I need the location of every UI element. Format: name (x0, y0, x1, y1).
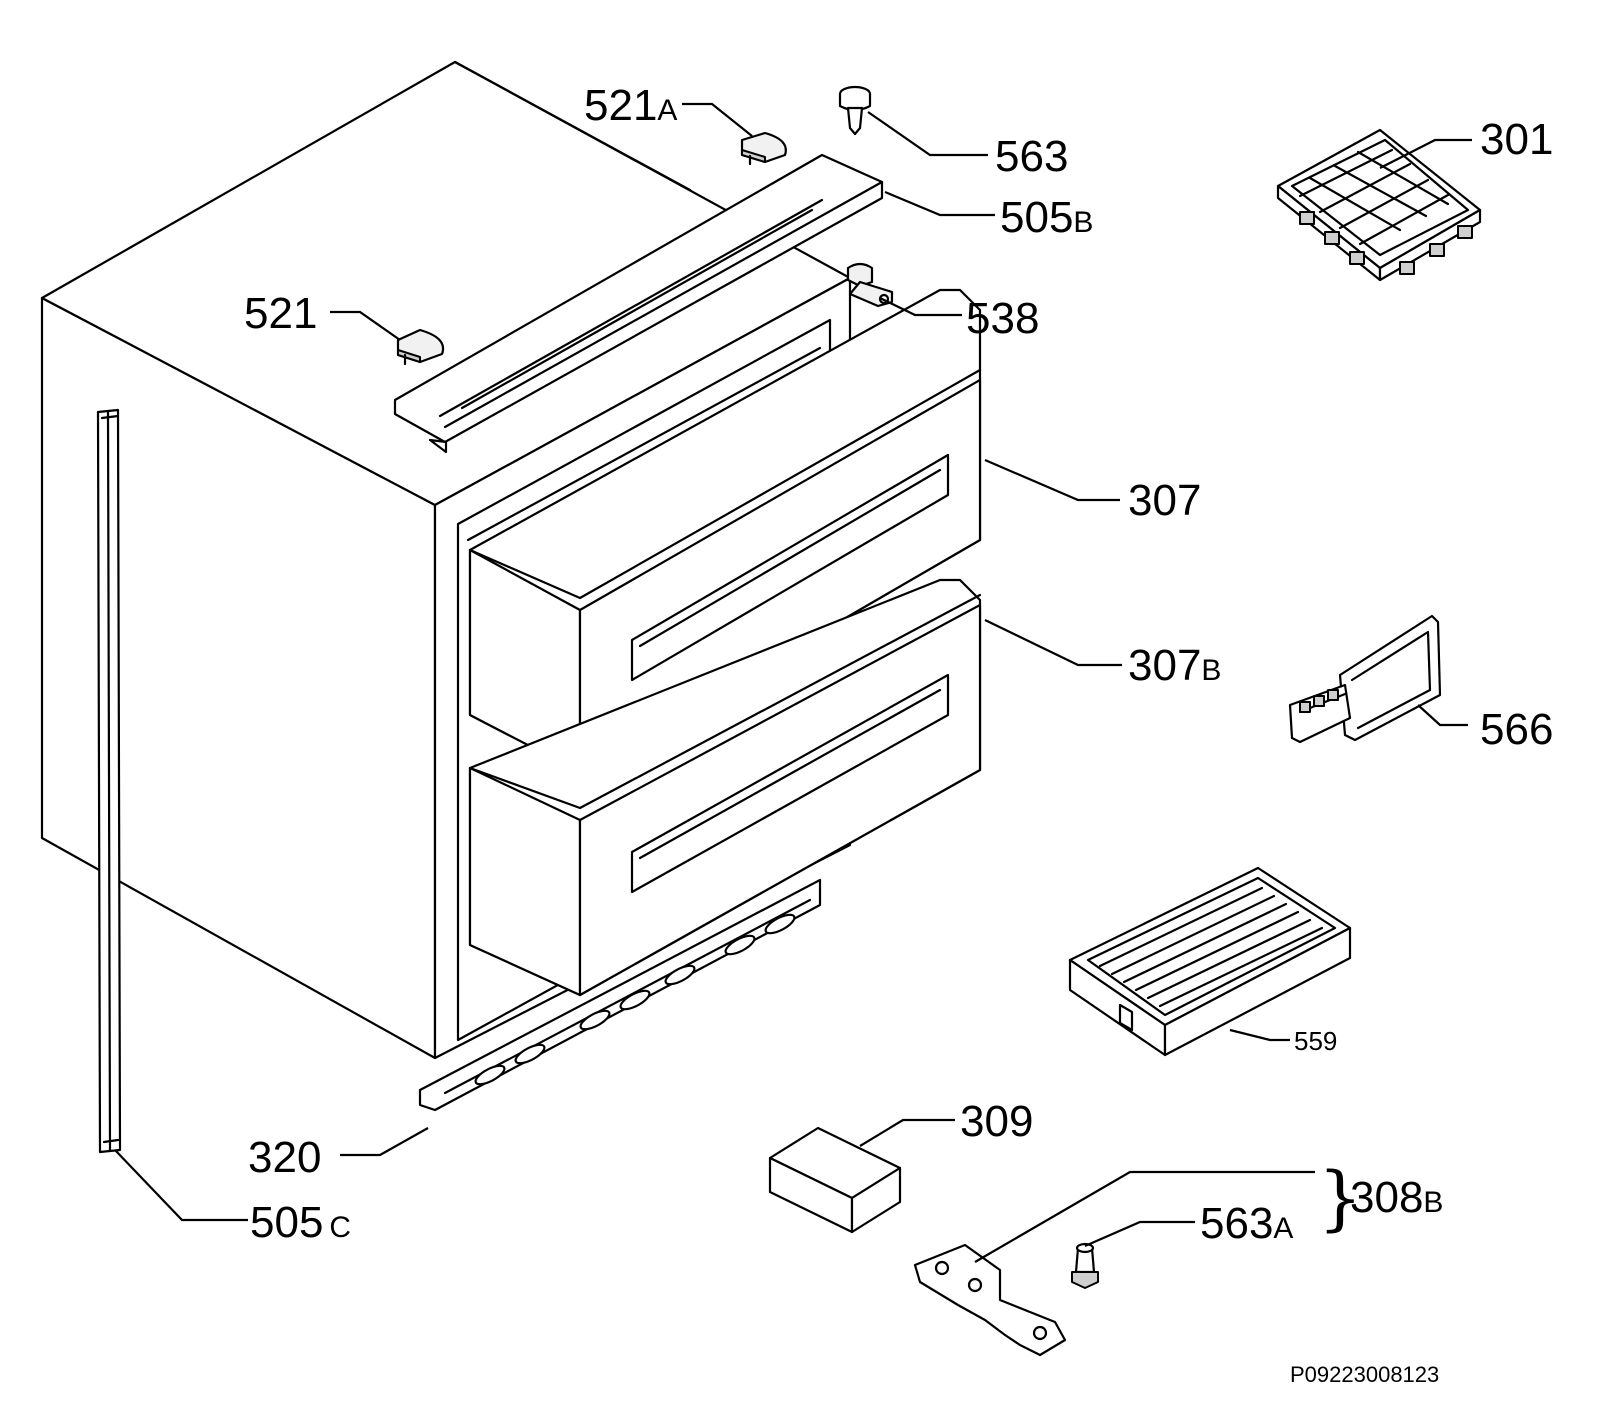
part-309-block (768, 1126, 902, 1234)
part-521 (396, 328, 445, 366)
drawer-upper (468, 288, 982, 774)
label-538: 538 (966, 294, 1039, 343)
label-320: 320 (248, 1133, 321, 1182)
side-strip-505c (96, 408, 122, 1154)
label-559: 559 (1294, 1026, 1337, 1056)
label-301: 301 (1480, 115, 1553, 164)
label-308b: 308B (1350, 1173, 1443, 1222)
part-559-cold-pack (1068, 866, 1352, 1057)
label-563a: 563A (1200, 1199, 1293, 1248)
part-521a (740, 131, 787, 166)
part-566-scraper (1288, 614, 1442, 744)
drawer-lower (468, 578, 982, 997)
label-505b: 505B (1000, 193, 1093, 242)
part-labels: 521A 563 505B 301 521 538 307 307B 566 5… (244, 81, 1553, 1387)
label-307b: 307B (1128, 641, 1221, 690)
label-521: 521 (244, 289, 317, 338)
bottom-rail-320 (418, 878, 822, 1112)
brace-308b: } (1318, 1157, 1363, 1239)
label-566: 566 (1480, 705, 1553, 754)
part-301-ice-tray (1276, 128, 1482, 282)
part-538 (846, 262, 894, 308)
part-563-screw (838, 85, 872, 136)
label-563: 563 (995, 132, 1068, 181)
part-308b-hinge (913, 1243, 1067, 1357)
label-309: 309 (960, 1097, 1033, 1146)
label-521a: 521A (584, 81, 677, 130)
label-307: 307 (1128, 476, 1201, 525)
leader-lines (114, 102, 1472, 1263)
part-563a-screw (1071, 1242, 1099, 1289)
top-rail-505b (393, 153, 884, 454)
reference-code: P09223008123 (1290, 1362, 1439, 1387)
